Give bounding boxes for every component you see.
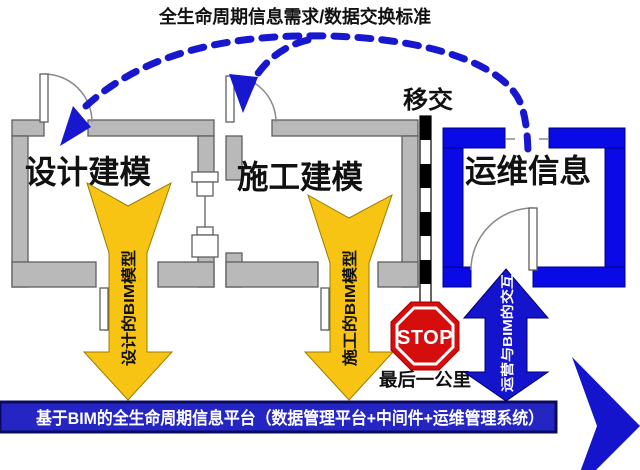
arrowhead-into-design-door	[60, 106, 91, 146]
door-leaf	[39, 73, 49, 123]
stop-sign-text: STOP	[397, 327, 453, 349]
operations-interaction-arrow: 运营与BIM的交互	[462, 268, 550, 402]
platform-banner: 基于BIM的全生命周期信息平台（数据管理平台+中间件+运维管理系统）	[0, 400, 558, 434]
striped-pole	[419, 115, 432, 309]
arc-to-construction	[242, 36, 312, 100]
arc-to-design-and-operations	[82, 32, 532, 156]
handover-label: 移交	[403, 86, 453, 114]
diagram-title: 全生命周期信息需求/数据交换标准	[158, 6, 431, 27]
door-leaf	[320, 287, 330, 331]
operations-room	[442, 127, 626, 288]
operations-room-label: 运维信息	[465, 153, 591, 189]
arrowhead-into-construction-door	[229, 74, 258, 113]
design-bim-arrow-label: 设计的BIM模型	[120, 250, 138, 366]
door-swing-arc	[43, 73, 93, 123]
design-room	[11, 119, 215, 288]
operations-interaction-arrow-label: 运营与BIM的交互	[500, 274, 515, 392]
door-leaf	[528, 207, 538, 271]
last-mile-label: 最后一公里	[379, 370, 471, 390]
door-swing-arc	[470, 207, 534, 271]
construction-room	[225, 119, 419, 288]
door-leaf	[99, 287, 109, 331]
shared-wall-door-hardware	[191, 171, 219, 258]
operations-room-bottom-door	[470, 207, 538, 271]
construction-bim-arrow-label: 施工的BIM模型	[341, 250, 359, 366]
design-bim-arrow: 设计的BIM模型	[82, 181, 174, 401]
platform-banner-label: 基于BIM的全生命周期信息平台（数据管理平台+中间件+运维管理系统）	[35, 408, 544, 428]
stop-sign: STOP	[390, 301, 460, 371]
construction-room-label: 施工建模	[237, 159, 363, 195]
design-room-top-door	[39, 73, 93, 123]
platform-flow-arrow	[572, 357, 640, 470]
